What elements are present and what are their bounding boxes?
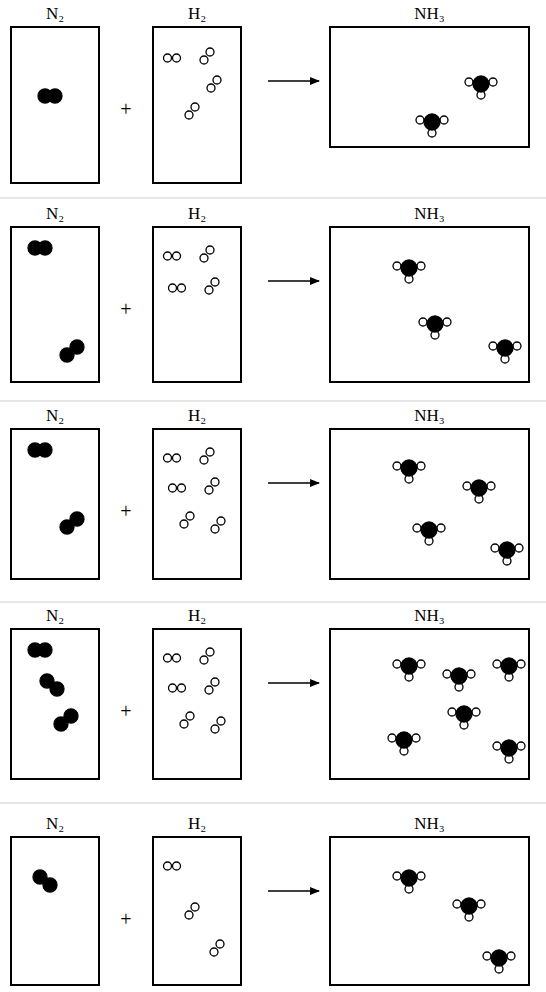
formula-label: NH₃ (331, 606, 528, 626)
separator-line (0, 803, 546, 804)
formula-label: N₂ (12, 406, 98, 426)
reactant-box: NH₃ (329, 26, 530, 148)
reactant-box: H₂ (152, 26, 242, 184)
formula-label: NH₃ (331, 4, 528, 24)
separator-line (0, 401, 546, 402)
separator-line (0, 602, 546, 603)
reaction-arrow (268, 682, 319, 684)
reactant-box: NH₃ (329, 226, 530, 383)
formula-label: N₂ (12, 814, 98, 834)
reaction-arrow (268, 482, 319, 484)
reactant-box: H₂ (152, 226, 242, 383)
formula-label: H₂ (154, 814, 240, 834)
formula-label: N₂ (12, 606, 98, 626)
reactant-box: NH₃ (329, 628, 530, 780)
reactant-box: NH₃ (329, 836, 530, 986)
reactant-box: H₂ (152, 428, 242, 580)
plus-sign: + (116, 98, 136, 121)
formula-label: NH₃ (331, 406, 528, 426)
formula-label: H₂ (154, 606, 240, 626)
formula-label: N₂ (12, 4, 98, 24)
plus-sign: + (116, 700, 136, 723)
formula-label: NH₃ (331, 814, 528, 834)
reaction-arrow (268, 80, 319, 82)
reactant-box: N₂ (10, 628, 100, 780)
reaction-arrow (268, 280, 319, 282)
formula-label: NH₃ (331, 204, 528, 224)
reactant-box: N₂ (10, 226, 100, 383)
reactant-box: N₂ (10, 428, 100, 580)
reactant-box: NH₃ (329, 428, 530, 580)
reactant-box: N₂ (10, 26, 100, 184)
reaction-arrow (268, 890, 319, 892)
reactant-box: H₂ (152, 836, 242, 986)
reactant-box: H₂ (152, 628, 242, 780)
formula-label: N₂ (12, 204, 98, 224)
reactant-box: N₂ (10, 836, 100, 986)
formula-label: H₂ (154, 204, 240, 224)
plus-sign: + (116, 908, 136, 931)
plus-sign: + (116, 500, 136, 523)
formula-label: H₂ (154, 406, 240, 426)
separator-line (0, 198, 546, 199)
plus-sign: + (116, 298, 136, 321)
formula-label: H₂ (154, 4, 240, 24)
